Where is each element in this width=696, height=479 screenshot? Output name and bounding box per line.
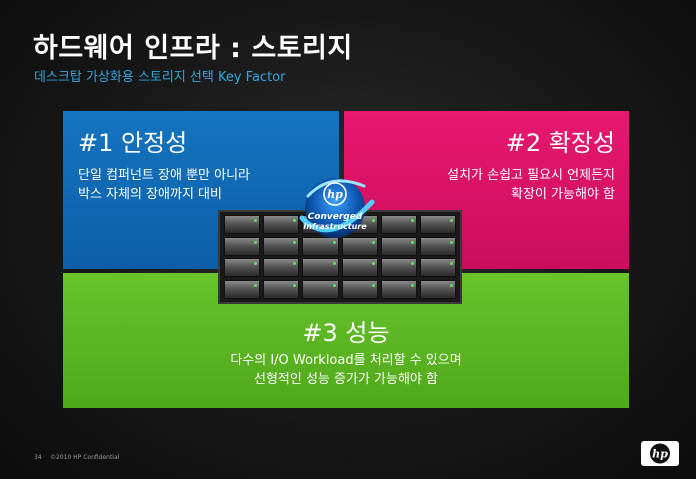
performance-heading: #3 성능 bbox=[302, 319, 390, 347]
hp-logo: hp bbox=[641, 441, 679, 466]
svg-text:hp: hp bbox=[652, 448, 668, 461]
performance-block: #3 성능 다수의 I/O Workload를 처리할 수 있으며 선형적인 성… bbox=[63, 273, 629, 408]
rack-unit bbox=[224, 236, 457, 256]
performance-line-1: 다수의 I/O Workload를 처리할 수 있으며 bbox=[230, 353, 462, 368]
performance-description: 다수의 I/O Workload를 처리할 수 있으며 선형적인 성능 증가가 … bbox=[63, 351, 629, 389]
slide-subtitle: 데스크탑 가상화용 스토리지 선택 Key Factor bbox=[34, 70, 286, 85]
stability-block: #1 안정성 단일 컴퍼넌트 장애 뿐만 아니라 박스 자체의 장애까지 대비 bbox=[63, 111, 339, 269]
stability-line-2: 박스 자체의 장애까지 대비 bbox=[78, 187, 222, 202]
storage-server-rack-image bbox=[218, 210, 462, 304]
scalability-description: 설치가 손쉽고 필요시 언제든지 확장이 가능해야 함 bbox=[447, 166, 615, 204]
footer-copyright: ©2010 HP Confidential bbox=[50, 454, 120, 461]
rack-unit bbox=[224, 258, 457, 278]
scalability-line-2: 확장이 가능해야 함 bbox=[511, 187, 615, 202]
badge-line-2: Infrastructure bbox=[303, 222, 367, 231]
stability-description: 단일 컴퍼넌트 장애 뿐만 아니라 박스 자체의 장애까지 대비 bbox=[78, 166, 250, 204]
rack-unit bbox=[224, 279, 457, 299]
slide-title: 하드웨어 인프라 : 스토리지 bbox=[33, 33, 353, 64]
performance-line-2: 선형적인 성능 증가가 가능해야 함 bbox=[254, 372, 438, 387]
badge-line-1: Converged bbox=[307, 212, 363, 222]
converged-infrastructure-badge: hp Converged Infrastructure bbox=[290, 166, 380, 256]
scalability-line-1: 설치가 손쉽고 필요시 언제든지 bbox=[447, 168, 615, 183]
scalability-heading: #2 확장성 bbox=[505, 129, 615, 157]
stability-heading: #1 안정성 bbox=[78, 129, 188, 157]
badge-swirl-icon: hp bbox=[299, 178, 375, 238]
hp-logo-icon: hp bbox=[327, 188, 343, 201]
hp-logo-icon: hp bbox=[650, 443, 670, 464]
stability-line-1: 단일 컴퍼넌트 장애 뿐만 아니라 bbox=[78, 168, 251, 183]
page-number: 34 bbox=[34, 454, 42, 461]
